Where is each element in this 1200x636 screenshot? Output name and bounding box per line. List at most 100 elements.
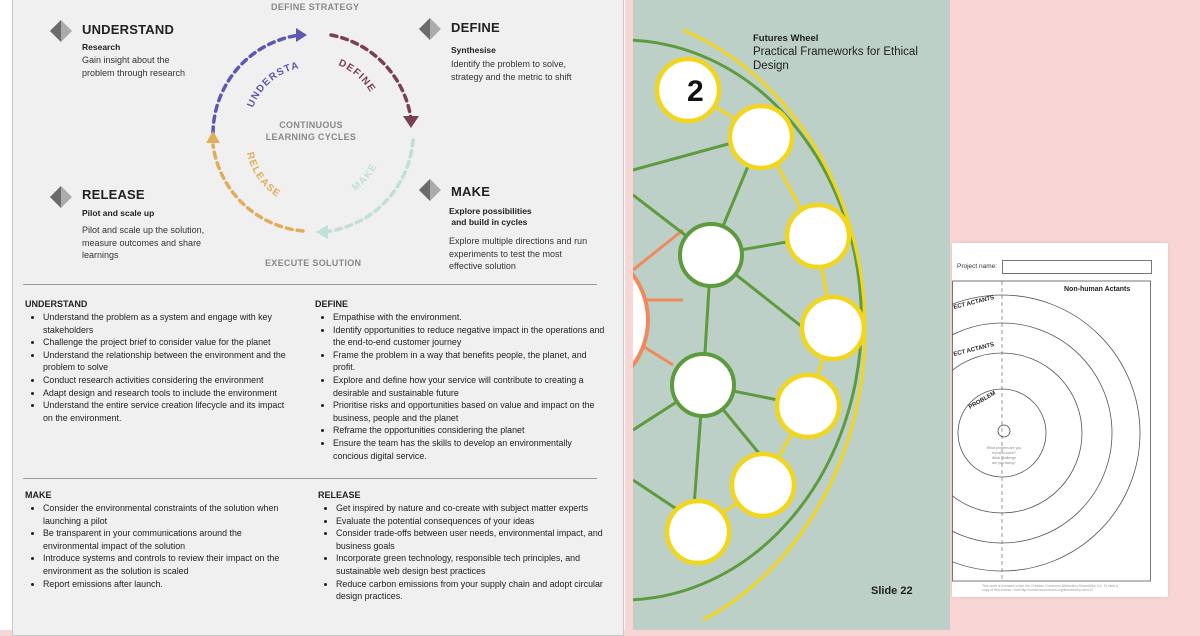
wheel-node-number: 2 [687,75,704,108]
second-order-node [678,222,744,288]
third-order-node [664,498,732,566]
release-arrowhead [206,131,220,143]
section-list-item: Adapt design and research tools to inclu… [43,387,295,400]
understand-arrowhead [296,28,307,42]
futures-wheel-title: Futures Wheel [753,33,819,44]
make-section: MAKE Consider the environmental constrai… [25,490,295,590]
make-section-title: MAKE [25,490,52,500]
execute-solution-label: EXECUTE SOLUTION [265,258,362,268]
first-order-node [633,271,650,369]
release-arc [211,143,305,233]
third-order-node [774,372,842,440]
learning-cycle-diagram: UNDERSTAND DEFINE MAKE RELEASE [13,0,419,239]
svg-text:MAKE: MAKE [350,161,380,193]
section-divider-top [23,284,597,285]
svg-text:DEFINE: DEFINE [337,58,378,95]
understand-phase-subtitle: Research [82,42,121,52]
define-section-title: DEFINE [315,299,349,309]
section-list-item: Conduct research activities considering … [43,374,295,387]
make-phase-title: MAKE [451,184,491,199]
understand-section: UNDERSTAND Understand the problem as a s… [25,299,295,424]
make-diamond-icon [419,179,441,201]
section-list-item: Incorporate green technology, responsibl… [336,552,610,577]
make-subtitle-line1: Explore possibilities [449,206,532,216]
center-label-line1: CONTINUOUS [279,120,343,130]
make-desc-line2: experiments to test the most [449,248,563,259]
section-list-item: Frame the problem in a way that benefits… [333,349,607,374]
understand-section-title: UNDERSTAND [25,299,88,309]
section-list-item: Consider trade-offs between user needs, … [336,527,610,552]
section-list-item: Introduce systems and controls to review… [43,552,295,577]
release-desc-line3: learnings [82,250,119,260]
slide-number: Slide 22 [871,585,913,597]
section-list-item: Reduce carbon emissions from your supply… [336,578,610,603]
section-list-item: Reframe the opportunities considering th… [333,424,607,437]
actants-rings-diagram: ECT ACTANTS ECT ACTANTS PROBLEM What pro… [952,280,1151,582]
define-strategy-label: DEFINE STRATEGY [271,2,360,12]
third-order-node [729,451,797,519]
define-desc-line1: Identify the problem to solve, [451,59,567,69]
futures-wheel-subtitle: Practical Frameworks for Ethical Design [753,46,918,72]
make-arrowhead [316,225,328,239]
section-list-item: Identify opportunities to reduce negativ… [333,324,607,349]
section-list-item: Explore and define how your service will… [333,374,607,399]
problem-prompt-line: trying to solve? [992,451,1016,455]
third-order-ring [682,28,867,622]
understand-section-list: Understand the problem as a system and e… [25,311,295,424]
third-order-node [799,294,867,362]
define-arc-label: DEFINE [337,58,377,95]
project-name-field[interactable] [1002,260,1152,274]
futures-wheel-diagram: 2 [633,28,867,622]
release-desc-line2: measure outcomes and share [82,237,202,248]
release-diamond-icon [50,186,72,208]
make-phase-subtitle: Explore possibilities and build in cycle… [449,206,532,228]
second-order-node [670,352,736,418]
section-list-item: Prioritise risks and opportunities based… [333,399,607,424]
understand-phase-description: Gain insight about the problem through r… [82,54,185,79]
non-human-actants-worksheet: Project name: ECT ACTANTS ECT ACTANTS PR… [952,243,1168,597]
section-list-item: Understand the relationship between the … [43,349,295,374]
problem-prompt-line: are you facing? [992,461,1016,465]
center-label-line2: LEARNING CYCLES [265,132,357,142]
make-arc-label: MAKE [350,161,379,193]
release-phase-description: Pilot and scale up the solution, measure… [82,224,204,262]
problem-prompt-line: What problem are you [987,446,1021,450]
define-desc-line2: strategy and the metric to shift [451,71,572,82]
section-list-item: Be transparent in your communications ar… [43,527,295,552]
understand-desc-line2: problem through research [82,67,186,78]
define-arrowhead [403,116,419,128]
problem-prompt-line: What challenge [992,456,1016,460]
make-desc-line1: Explore multiple directions and run [449,236,588,246]
section-list-item: Report emissions after launch. [43,578,295,591]
make-section-list: Consider the environmental constraints o… [25,502,295,590]
release-phase-subtitle: Pilot and scale up [82,208,155,218]
design-process-document-panel: UNDERSTAND DEFINE MAKE RELEASE DEFINE ST… [0,0,625,630]
section-list-item: Challenge the project brief to consider … [43,336,295,349]
release-desc-line1: Pilot and scale up the solution, [82,225,205,235]
define-section: DEFINE Empathise with the environment.Id… [315,299,607,462]
release-phase-title: RELEASE [82,187,145,202]
section-list-item: Empathise with the environment. [333,311,607,324]
release-section-title: RELEASE [318,490,361,500]
globe-icon [997,424,1011,438]
define-phase-subtitle: Synthesise [451,45,496,55]
make-subtitle-line2: and build in cycles [449,217,528,227]
third-order-node [784,202,852,270]
release-section-list: Get inspired by nature and co-create wit… [318,502,610,603]
worksheet-title: Non-human Actants [1064,286,1131,293]
futures-wheel-slide: 2 Futures Wheel Practical Frameworks for… [633,0,950,630]
section-list-item: Understand the entire service creation l… [43,399,295,424]
make-desc-line3: effective solution [449,261,516,271]
make-arc [321,138,415,234]
worksheet-panel: Project name: ECT ACTANTS ECT ACTANTS PR… [950,0,1200,630]
understand-desc-line1: Gain insight about the [82,55,170,65]
release-arc-label: RELEASE [244,151,281,200]
license-footer: This work is licensed under the Creative… [982,584,1118,592]
define-phase-title: DEFINE [451,20,500,35]
section-list-item: Understand the problem as a system and e… [43,311,295,336]
understand-diamond-icon [50,20,72,42]
define-phase-description: Identify the problem to solve, strategy … [451,58,572,83]
problem-prompt: What problem are you trying to solve? Wh… [987,446,1021,465]
design-process-document: UNDERSTAND DEFINE MAKE RELEASE DEFINE ST… [12,0,624,636]
project-name-label: Project name: [957,263,998,270]
